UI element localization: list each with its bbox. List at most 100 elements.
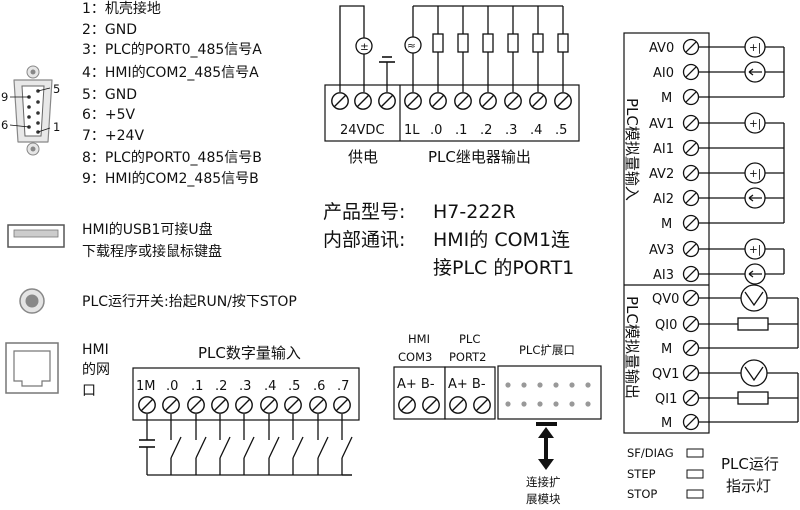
usb-text-2: 下载程序或接鼠标键盘 <box>82 243 222 260</box>
ai-label-AI1: AI1 <box>653 142 674 157</box>
power-terminal-label: 24VDC <box>340 123 385 138</box>
relay-caption: PLC继电器输出 <box>428 148 531 166</box>
pin-4-text: 4：HMI的COM2_485信号A <box>82 65 259 81</box>
relay-loads <box>432 6 569 92</box>
run-switch: PLC运行开关:抬起RUN/按下STOP <box>19 288 297 314</box>
plc-port2-line2: PORT2 <box>449 350 486 364</box>
relay-label-0: .0 <box>430 123 442 138</box>
led-stop <box>686 489 704 499</box>
ai-label-AV1: AV1 <box>649 117 674 132</box>
di-label-7: .7 <box>337 379 349 394</box>
comm-value-2: 接PLC 的PORT1 <box>433 257 574 279</box>
model-value: H7-222R <box>433 201 516 223</box>
db9-label-5: 5 <box>53 82 60 96</box>
hmi-com3-line2: COM3 <box>398 350 432 364</box>
relay-label-2: .2 <box>480 123 492 138</box>
svg-text:+|: +| <box>749 42 761 54</box>
db9-label-1: 1 <box>53 120 60 134</box>
db9-label-9: 9 <box>1 90 8 104</box>
run-switch-text: PLC运行开关:抬起RUN/按下STOP <box>82 294 297 310</box>
ai-label-M-1: M <box>661 91 672 106</box>
pin-2-text: 2：GND <box>82 22 137 38</box>
serial-ports-block: HMI COM3 PLC PORT2 A+ B- A+ B- <box>393 332 496 420</box>
ai-label-AV0: AV0 <box>649 41 674 56</box>
ao-label-M-1: M <box>661 342 672 357</box>
digital-input-wiring <box>139 414 353 476</box>
hmi-com3-ab: A+ B- <box>397 377 435 392</box>
led-label-sf-diag: SF/DIAG <box>627 446 674 460</box>
ai-label-M-2: M <box>661 217 672 232</box>
relay-label-5: .5 <box>555 123 567 138</box>
hmi-ethernet-port: HMI 的网 口 <box>5 342 110 399</box>
hmi-port-text-1: HMI <box>82 342 109 358</box>
plc-port2-ab: A+ B- <box>448 377 486 392</box>
db9-label-6: 6 <box>1 118 8 132</box>
led-label-step: STEP <box>627 467 656 481</box>
relay-terminal-labels: 1L .0 .1 .2 .3 .4 .5 <box>404 123 567 138</box>
di-label-0: .0 <box>166 379 178 394</box>
svg-text:PLC模拟量输入: PLC模拟量输入 <box>623 98 641 201</box>
ao-label-QV1: QV1 <box>652 367 679 382</box>
ao-label-M-2: M <box>661 416 672 431</box>
expansion-caption-1: 连接扩 <box>526 475 561 489</box>
power-caption: 供电 <box>348 148 378 166</box>
digital-input-block: PLC数字量输入 1M .0 .1 .2 .3 .4 .5 .6 .7 <box>132 344 360 421</box>
hmi-port-text-3: 口 <box>82 383 96 399</box>
relay-label-3: .3 <box>505 123 517 138</box>
di-label-1: .1 <box>191 379 203 394</box>
led-step <box>686 469 704 479</box>
power-wiring: ± <box>339 5 395 92</box>
svg-text:±: ± <box>360 41 369 53</box>
led-label-stop: STOP <box>627 487 657 501</box>
analog-terminal-panel: AV0 AI0 M AV1 AI1 AV2 AI2 M AV3 AI3 QV0 … <box>623 32 710 434</box>
ai-label-AI3: AI3 <box>653 268 674 283</box>
pin-5-text: 5：GND <box>82 87 137 103</box>
svg-text:+|: +| <box>749 118 761 130</box>
svg-text:PLC模拟量输出: PLC模拟量输出 <box>623 296 641 399</box>
pin-8-text: 8：PLC的PORT0_485信号B <box>82 150 262 166</box>
expansion-caption-2: 展模块 <box>526 492 561 506</box>
led-sf-diag <box>686 448 704 458</box>
expansion-title: PLC扩展口 <box>519 343 575 357</box>
relay-label-1L: 1L <box>404 123 420 138</box>
relay-wiring: ≈ <box>404 5 569 92</box>
svg-text:≈: ≈ <box>407 40 416 52</box>
db9-connector: 5 1 9 6 <box>1 65 60 156</box>
pin-3-text: 3：PLC的PORT0_485信号A <box>82 42 262 58</box>
db9-pin-list: 1：机壳接地 2：GND 3：PLC的PORT0_485信号A 4：HMI的CO… <box>82 0 262 187</box>
di-label-2: .2 <box>215 379 227 394</box>
di-label-6: .6 <box>313 379 325 394</box>
led-caption-1: PLC运行 <box>721 455 779 473</box>
relay-label-1: .1 <box>455 123 467 138</box>
pin-6-text: 6：+5V <box>82 107 136 123</box>
ai-label-AI2: AI2 <box>653 192 674 207</box>
ao-label-QI1: QI1 <box>655 392 677 407</box>
pin-9-text: 9：HMI的COM2_485信号B <box>82 171 259 187</box>
svg-text:+|: +| <box>749 168 761 180</box>
di-label-4: .4 <box>264 379 276 394</box>
analog-output-wiring <box>699 284 799 423</box>
product-info: 产品型号: H7-222R 内部通讯: HMI的 COM1连 接PLC 的POR… <box>323 201 574 279</box>
ao-label-QV0: QV0 <box>652 292 679 307</box>
ai-label-AI0: AI0 <box>653 66 674 81</box>
relay-label-4: .4 <box>530 123 542 138</box>
hmi-port-text-2: 的网 <box>82 362 110 378</box>
analog-input-wiring <box>699 36 785 285</box>
analog-output-terminals: QV0 QI0 M QV1 QI1 M <box>652 289 700 431</box>
led-caption-2: 指示灯 <box>726 477 771 495</box>
comm-value-1: HMI的 COM1连 <box>433 229 570 251</box>
analog-output-caption: PLC模拟量输出 <box>623 296 641 399</box>
model-label: 产品型号: <box>323 201 405 223</box>
expansion-port: PLC扩展口 连接扩 展模块 <box>497 343 602 506</box>
ai-label-AV3: AV3 <box>649 243 674 258</box>
usb-text-1: HMI的USB1可接U盘 <box>82 221 213 238</box>
pin-7-text: 7：+24V <box>82 128 144 144</box>
di-label-1M: 1M <box>136 379 156 394</box>
analog-input-caption: PLC模拟量输入 <box>623 98 641 201</box>
ai-label-AV2: AV2 <box>649 167 674 182</box>
di-label-3: .3 <box>239 379 251 394</box>
plc-port2-line1: PLC <box>459 332 480 346</box>
usb-port: HMI的USB1可接U盘 下载程序或接鼠标键盘 <box>7 221 222 260</box>
digital-input-title: PLC数字量输入 <box>198 344 301 362</box>
analog-input-terminals: AV0 AI0 M AV1 AI1 AV2 AI2 M AV3 AI3 <box>649 38 700 283</box>
